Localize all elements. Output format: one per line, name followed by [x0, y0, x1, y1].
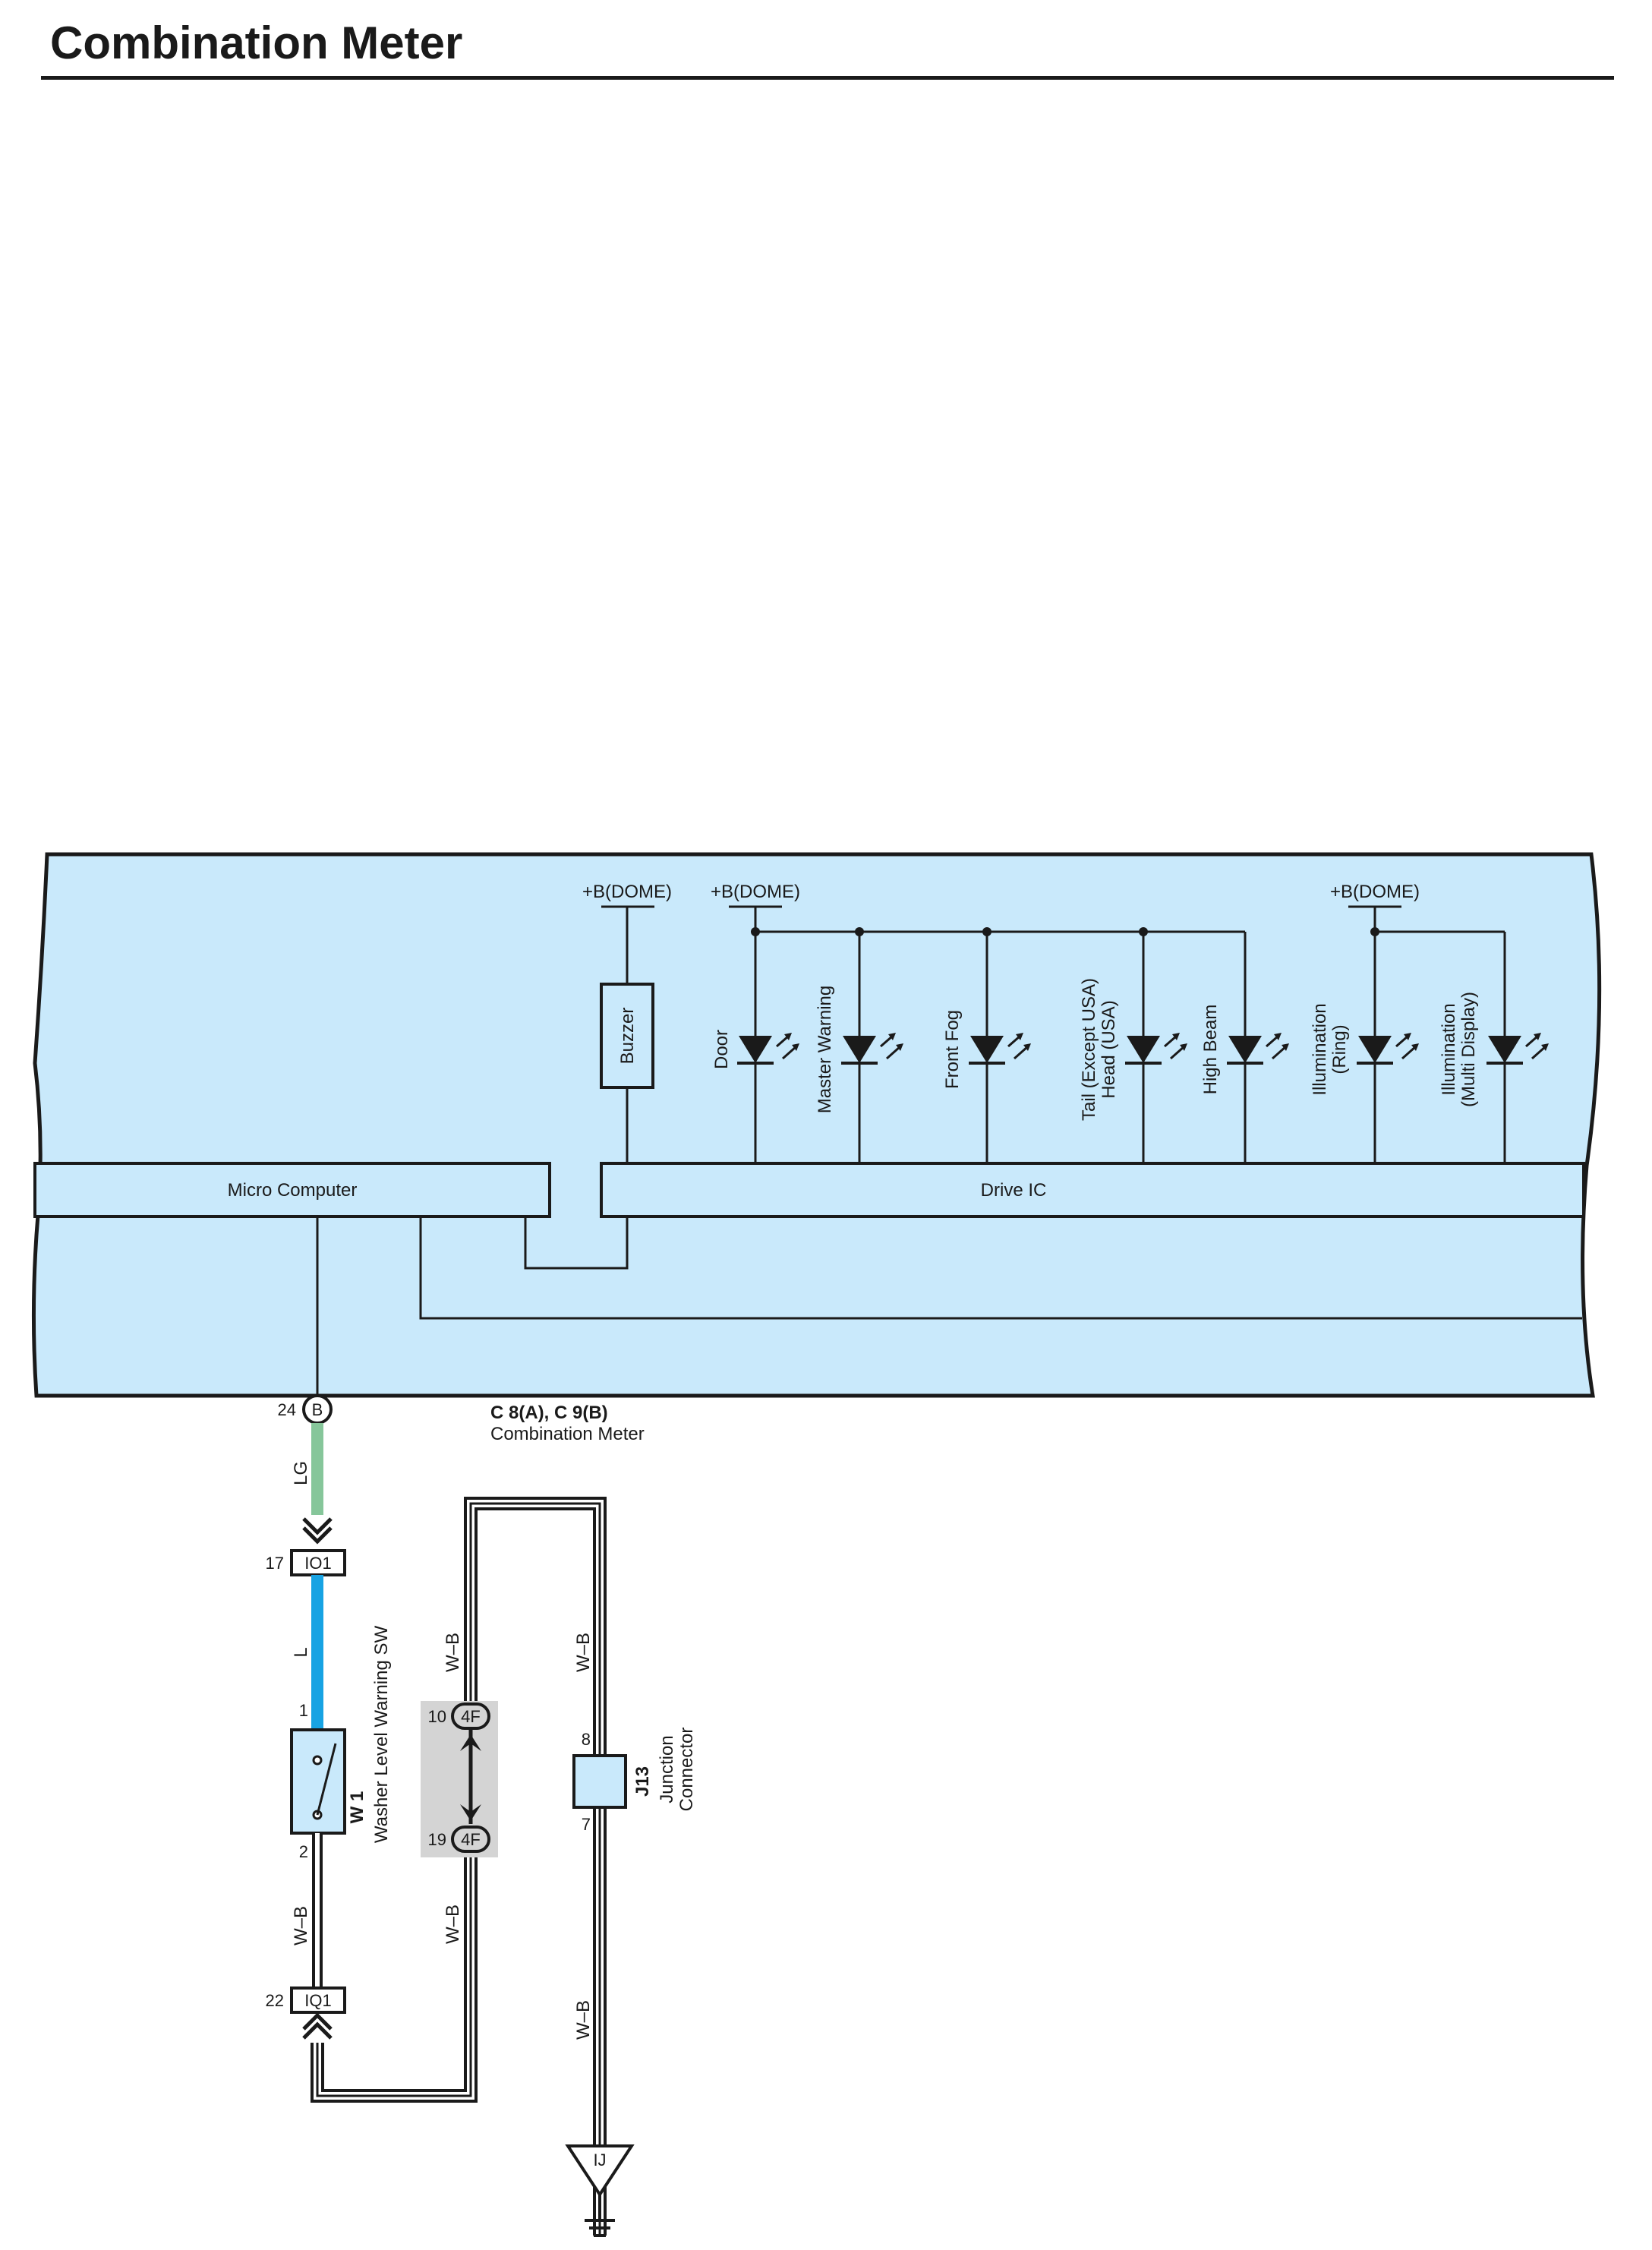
led-high-beam-label: High Beam	[1200, 1005, 1221, 1095]
iq1-pin: 22	[266, 1991, 284, 2010]
drive-ic-block	[600, 1162, 1585, 1218]
meter-housing	[31, 852, 1602, 1398]
junction-connector-j13	[572, 1754, 627, 1809]
wb-label-switch: W–B	[291, 1906, 311, 1945]
connector-4f-bottom-pin: 19	[428, 1830, 446, 1849]
io1-label: IO1	[304, 1554, 331, 1573]
wb-ground-loop	[311, 1497, 607, 2236]
ground-label: IJ	[593, 2151, 606, 2170]
junction-pin-8: 8	[582, 1730, 591, 1749]
switch-blade	[316, 1743, 337, 1816]
title-rule	[41, 76, 1614, 80]
iq1-chevron-2	[302, 2021, 333, 2040]
power-label-bus-2: +B(DOME)	[1330, 882, 1420, 902]
pin-24-number: 24	[278, 1400, 296, 1419]
meter-connector-name: Combination Meter	[490, 1424, 645, 1444]
bus-2-junction-dot	[1370, 927, 1379, 936]
led-illumination-multi-line1: Illumination	[1439, 1003, 1459, 1095]
connector-4f-bottom	[451, 1826, 490, 1853]
micro-computer-label: Micro Computer	[228, 1180, 358, 1201]
switch-id: W 1	[347, 1791, 367, 1824]
lg-wire-label: LG	[291, 1461, 311, 1485]
led-master-warning-label: Master Warning	[815, 986, 835, 1114]
wb-label-loop-upper: W–B	[443, 1633, 463, 1672]
micro-computer-block	[33, 1162, 551, 1218]
connector-4f-arrow-top	[460, 1734, 481, 1751]
wb-label-junction-upper: W–B	[573, 1633, 594, 1672]
io1-connector	[290, 1549, 346, 1576]
io1-chevron-2	[302, 1526, 333, 1545]
buzzer-label: Buzzer	[617, 1008, 638, 1065]
io1-chevron-1	[302, 1517, 333, 1535]
iq1-label: IQ1	[304, 1991, 331, 2010]
led-tail-label-line2: Head (USA)	[1099, 1000, 1119, 1098]
junction-name-line2: Connector	[676, 1728, 697, 1812]
io1-pin: 17	[266, 1554, 284, 1573]
led-tail-label-line1: Tail (Except USA)	[1079, 978, 1099, 1121]
connector-4f-top	[451, 1702, 490, 1730]
connector-4f-bottom-label: 4F	[461, 1830, 481, 1849]
l-wire-label: L	[291, 1647, 311, 1657]
connector-4f-arrow-bottom	[460, 1804, 481, 1821]
ground-symbol	[585, 2195, 615, 2237]
drive-ic-label: Drive IC	[981, 1180, 1047, 1201]
connector-4f-top-label: 4F	[461, 1707, 481, 1726]
buzzer-box	[600, 983, 654, 1089]
junction-name-line1: Junction	[657, 1735, 677, 1803]
led-illumination-multi-line2: (Multi Display)	[1458, 992, 1479, 1107]
page-title: Combination Meter	[50, 17, 463, 68]
led-illumination-ring-line1: Illumination	[1310, 1003, 1330, 1095]
junction-pin-7: 7	[582, 1815, 591, 1834]
ground-triangle	[565, 2144, 635, 2198]
led-illumination-ring-line2: (Ring)	[1329, 1024, 1350, 1074]
pin-24-letter: B	[312, 1400, 323, 1419]
power-label-buzzer: +B(DOME)	[582, 882, 672, 902]
buzzer-circuit	[601, 905, 654, 1163]
connector-4f-top-pin: 10	[428, 1707, 446, 1726]
bus-1-junction-dots	[751, 927, 1148, 936]
switch-name: Washer Level Warning SW	[371, 1625, 392, 1843]
power-label-bus-1: +B(DOME)	[711, 882, 800, 902]
meter-connector-id: C 8(A), C 9(B)	[490, 1403, 608, 1423]
iq1-connector	[290, 1987, 346, 2014]
junction-id: J13	[632, 1766, 653, 1797]
wb-label-loop-lower: W–B	[443, 1904, 463, 1944]
led-door-label: Door	[711, 1030, 732, 1069]
led-front-fog-label: Front Fog	[942, 1010, 963, 1089]
wb-label-junction-lower: W–B	[573, 2000, 594, 2040]
iq1-chevron-1	[302, 2012, 333, 2031]
switch-contact-top	[312, 1755, 323, 1766]
meter-internal-lines	[316, 1217, 1582, 1396]
switch-pin-2: 2	[299, 1842, 308, 1861]
switch-pin-1: 1	[299, 1701, 308, 1720]
